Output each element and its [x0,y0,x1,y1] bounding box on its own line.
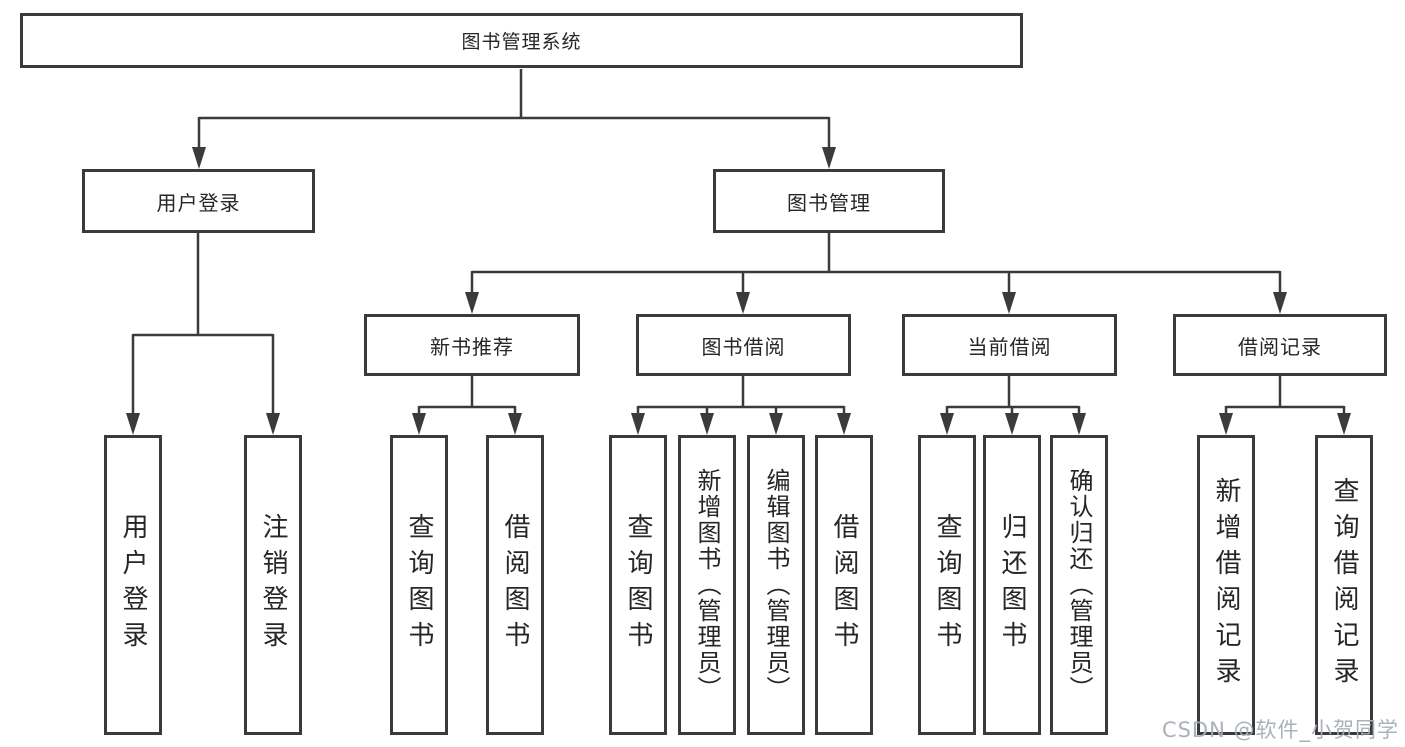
leaf-logout: 注销登录 [244,435,302,735]
leaf-add-books-admin: 新增图书（管理员） [678,435,736,735]
leaf-confirm-return-admin-label: 确认归还（管理员） [1065,468,1093,702]
leaf-logout-label: 注销登录 [258,513,288,657]
leaf-borrow-query-books: 查询图书 [609,435,667,735]
leaf-query-borrow-record-label: 查询借阅记录 [1329,477,1359,693]
node-book-management-label: 图书管理 [787,190,871,215]
node-book-management: 图书管理 [713,169,945,233]
node-current-borrow-label: 当前借阅 [967,334,1052,359]
node-root: 图书管理系统 [20,13,1023,68]
node-borrow-records-label: 借阅记录 [1238,334,1322,359]
node-user-login: 用户登录 [82,169,315,233]
leaf-recommend-query-books-label: 查询图书 [404,513,434,657]
leaf-user-login: 用户登录 [104,435,162,735]
leaf-recommend-query-books: 查询图书 [390,435,448,735]
leaf-return-books: 归还图书 [983,435,1041,735]
leaf-add-borrow-record-label: 新增借阅记录 [1211,477,1241,693]
leaf-recommend-borrow-books-label: 借阅图书 [500,513,530,657]
node-current-borrow: 当前借阅 [902,314,1117,376]
node-new-book-recommend-label: 新书推荐 [430,334,514,359]
leaf-borrow-books-label: 借阅图书 [829,513,859,657]
node-new-book-recommend: 新书推荐 [364,314,580,376]
leaf-user-login-label: 用户登录 [118,513,148,657]
leaf-current-query-books-label: 查询图书 [932,513,962,657]
leaf-confirm-return-admin: 确认归还（管理员） [1050,435,1108,735]
leaf-recommend-borrow-books: 借阅图书 [486,435,544,735]
leaf-current-query-books: 查询图书 [918,435,976,735]
leaf-edit-books-admin: 编辑图书（管理员） [747,435,805,735]
leaf-borrow-query-books-label: 查询图书 [623,513,653,657]
leaf-add-books-admin-label: 新增图书（管理员） [693,468,721,702]
leaf-query-borrow-record: 查询借阅记录 [1315,435,1373,735]
node-root-label: 图书管理系统 [461,31,582,53]
leaf-borrow-books: 借阅图书 [815,435,873,735]
node-borrow-records: 借阅记录 [1173,314,1387,376]
node-user-login-label: 用户登录 [156,190,241,215]
csdn-watermark: CSDN @软件_小贺同学 [1161,718,1399,742]
node-book-borrow: 图书借阅 [636,314,851,376]
leaf-edit-books-admin-label: 编辑图书（管理员） [762,468,790,702]
leaf-return-books-label: 归还图书 [997,513,1027,657]
node-book-borrow-label: 图书借阅 [701,334,786,359]
leaf-add-borrow-record: 新增借阅记录 [1197,435,1255,735]
